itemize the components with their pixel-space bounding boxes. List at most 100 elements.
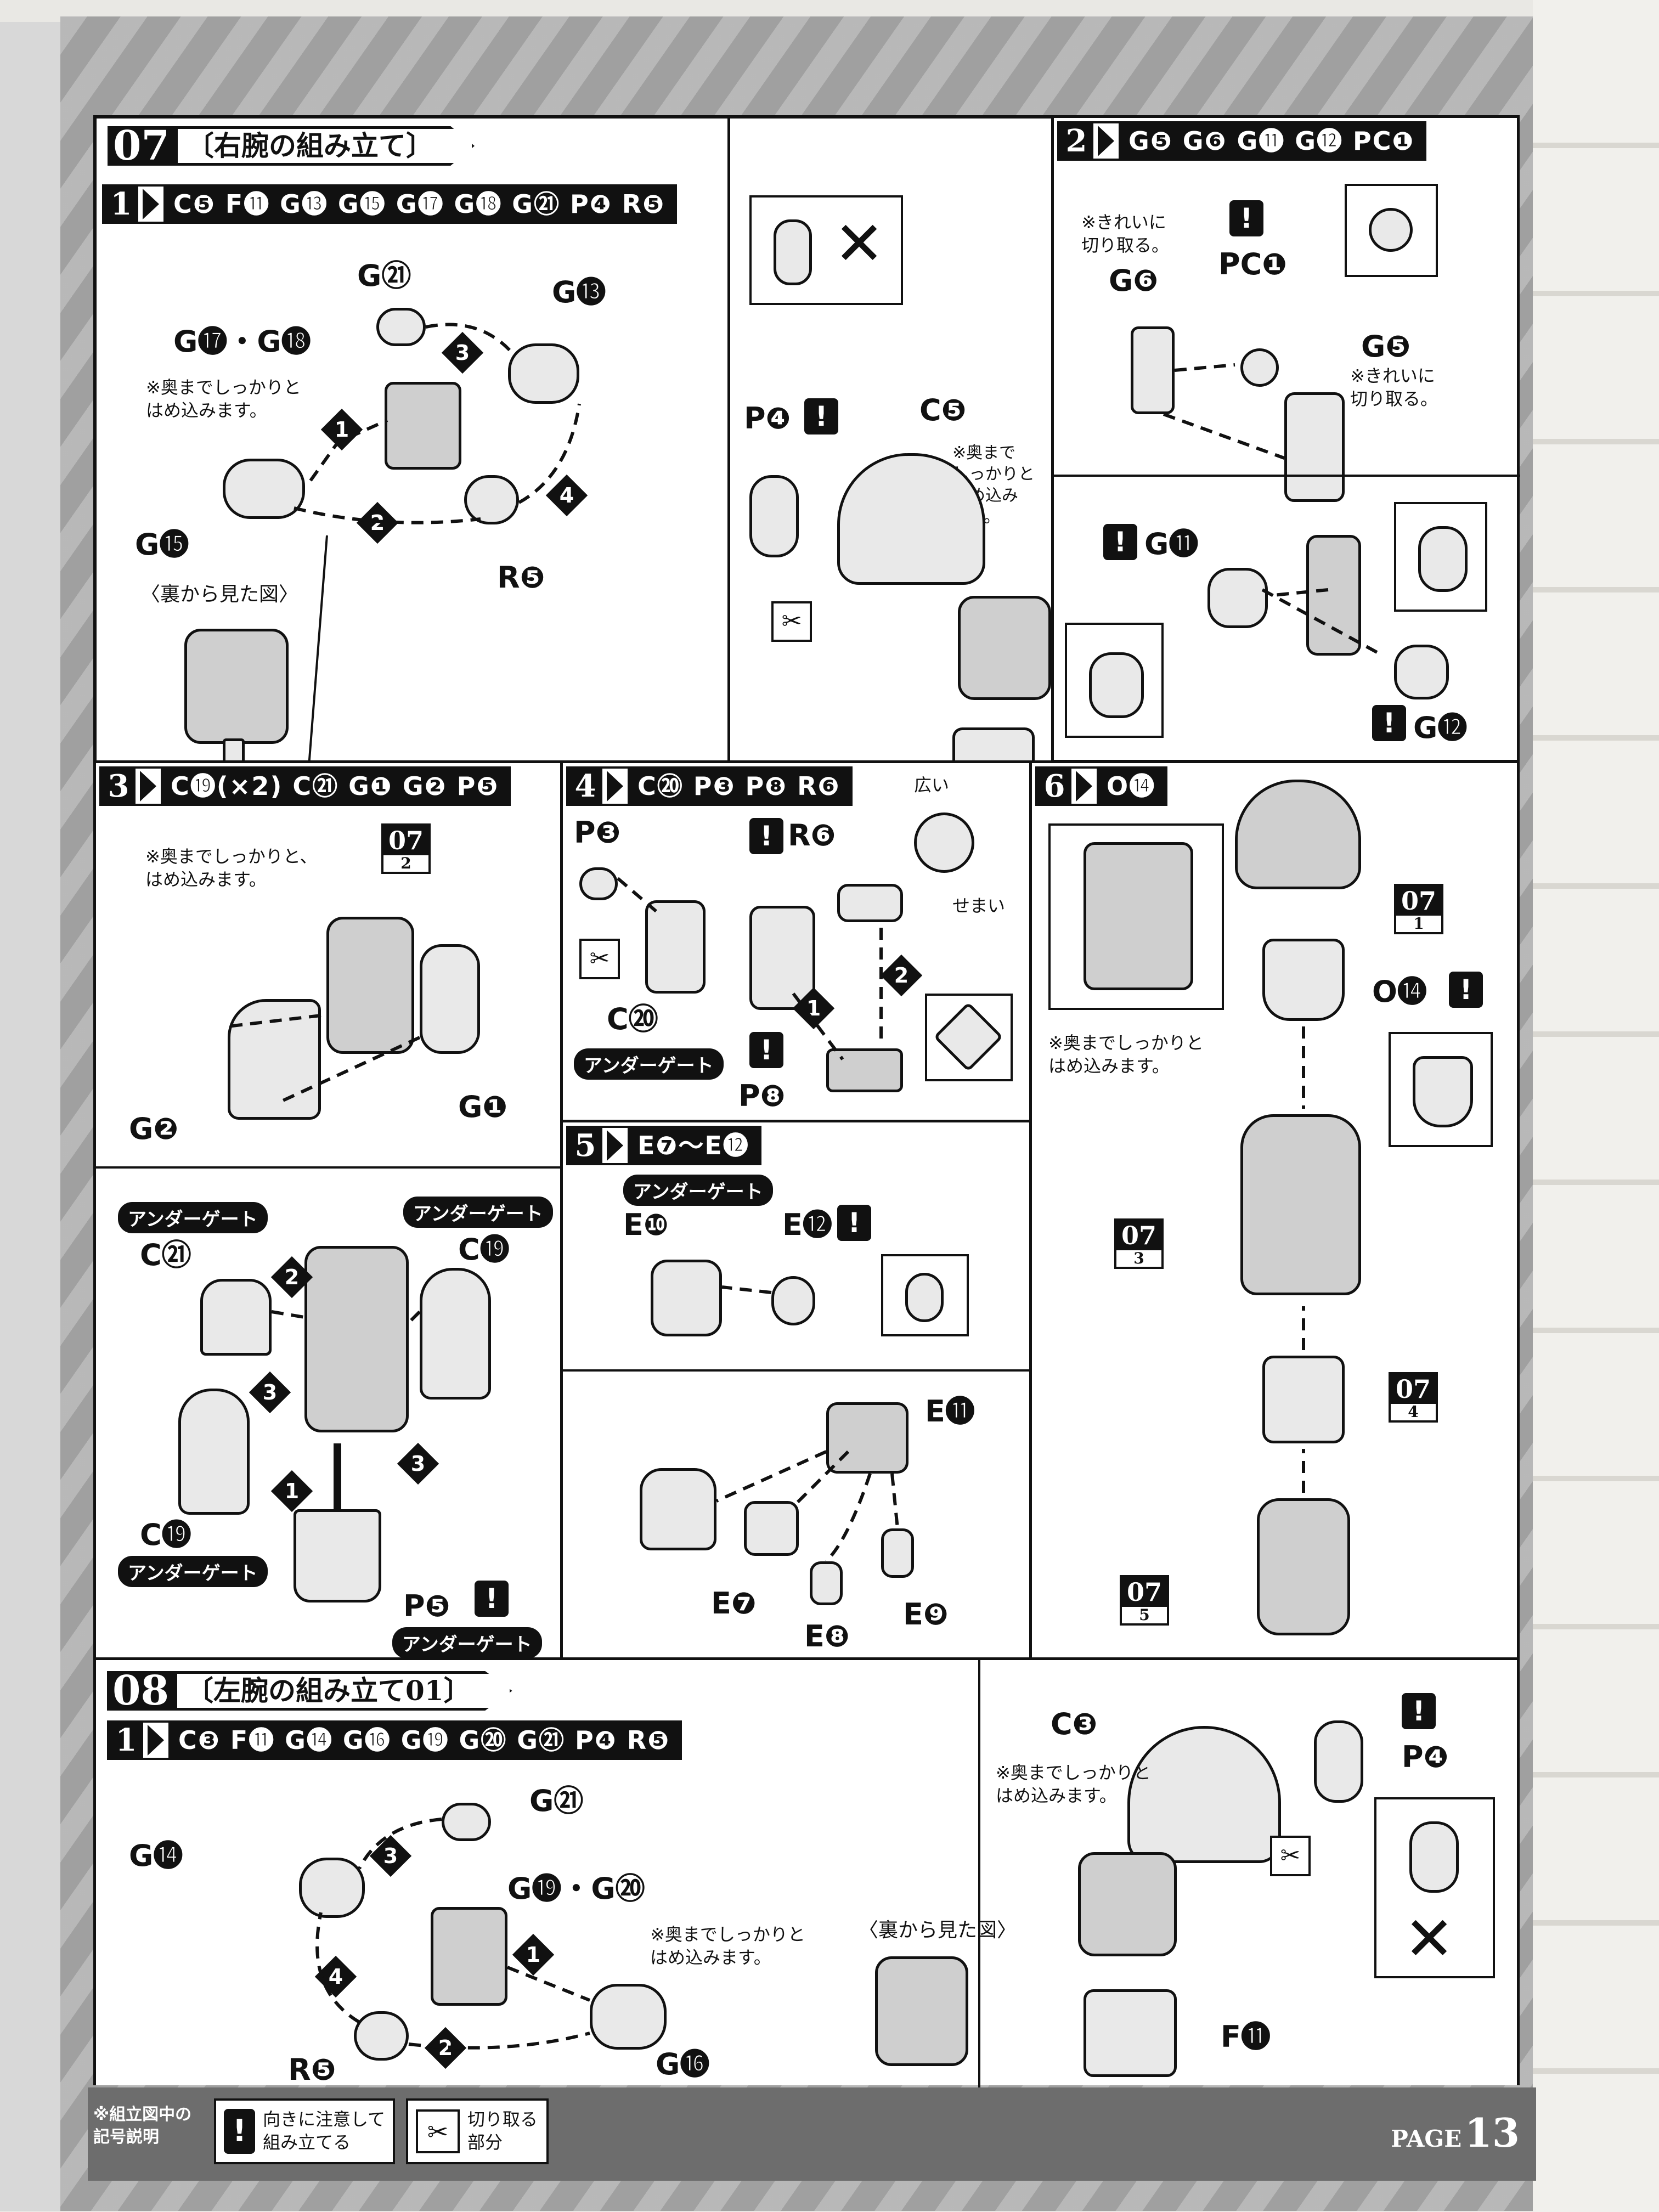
undergate-tag: アンダーゲート — [574, 1048, 724, 1080]
label-o14: O⓮ — [1372, 974, 1427, 1009]
part-g16 — [590, 1984, 667, 2050]
part-o14 — [1262, 939, 1345, 1021]
parts-list: C❺ F⓫ G⓭ G⓯ G⓱ G⓲ G㉑ P❹ R❺ — [163, 187, 675, 222]
legend-warning: ! 向きに注意して 組み立てる — [214, 2098, 395, 2164]
o14-detail-inset — [1389, 1032, 1493, 1147]
page-number-value: 13 — [1464, 2109, 1520, 2156]
undergate-tag: アンダーゲート — [623, 1175, 773, 1206]
flow-number-1: 1 — [792, 987, 835, 1030]
part-c5 — [837, 453, 985, 585]
step07-4-header: 4 C⑳ P❸ P❽ R❻ — [566, 766, 853, 806]
part-p4-wrong — [774, 219, 812, 285]
step07-title: 〔右腕の組み立て〕 — [174, 126, 475, 166]
part-c20 — [645, 900, 706, 994]
page-number: PAGE 13 — [1391, 2109, 1520, 2156]
arrow-icon — [607, 1130, 623, 1161]
part-hand — [640, 1468, 716, 1550]
label-r5: R❺ — [288, 2052, 336, 2087]
part-g21 — [376, 308, 426, 346]
part-p4 — [1314, 1720, 1363, 1803]
label-c3: C❸ — [1051, 1707, 1098, 1741]
part-assembly-07-5 — [1257, 1498, 1350, 1635]
substep-number: 3 — [101, 769, 136, 804]
note-push-in: ※奥までしっかりと はめ込みます。 — [650, 1924, 805, 1968]
label-e7: E❼ — [711, 1586, 757, 1621]
label-p3: P❸ — [574, 815, 621, 850]
back-view-label: 〈裏から見た図〉 — [859, 1919, 1017, 1942]
step08-header: 08 〔左腕の組み立て01〕 — [107, 1671, 512, 1711]
substep-number: 4 — [568, 769, 602, 804]
part-pc1 — [1240, 348, 1279, 387]
label-g21: G㉑ — [529, 1784, 584, 1818]
part-g12-detail — [1418, 526, 1468, 592]
legend-title: ※組立図中の 記号説明 — [93, 2105, 192, 2147]
g12-detail-inset — [1394, 502, 1487, 612]
label-g11: G⓫ — [1144, 527, 1199, 561]
footer-legend-bar: ※組立図中の 記号説明 ! 向きに注意して 組み立てる ✂ 切り取る 部分 PA… — [88, 2087, 1536, 2181]
arrow-icon — [607, 771, 623, 802]
part-assembly-07-1 — [958, 596, 1051, 700]
label-c20: C⑳ — [607, 1002, 658, 1036]
label-g16: G⓰ — [656, 2047, 710, 2081]
parts-list: C⓳(×2) C㉑ G❶ G❷ P❺ — [161, 769, 509, 804]
flow-number-2: 2 — [424, 2027, 467, 2069]
label-e8: E❽ — [804, 1619, 850, 1654]
part-pc1-detail — [1369, 208, 1413, 252]
step08-panel: 08 〔左腕の組み立て01〕 1 C❸ F⓫ G⓮ G⓰ G⓳ G⑳ G㉑ P❹… — [93, 1657, 1520, 2088]
substep-number: 6 — [1037, 769, 1071, 804]
label-g13: G⓭ — [552, 275, 606, 309]
label-g1: G❶ — [458, 1090, 508, 1124]
part-p4 — [749, 475, 799, 557]
label-c5: C❺ — [919, 393, 967, 427]
label-g5: G❺ — [1361, 329, 1411, 364]
part-r6-detail — [914, 812, 974, 873]
parts-list: C❸ F⓫ G⓮ G⓰ G⓳ G⑳ G㉑ P❹ R❺ — [168, 1723, 680, 1758]
part-assembly-07-3 — [304, 1246, 409, 1432]
label-e9: E❾ — [903, 1597, 949, 1632]
label-narrow: せまい — [952, 895, 1006, 916]
divider — [96, 1166, 562, 1169]
parts-list: C⑳ P❸ P❽ R❻ — [628, 769, 850, 804]
part-assembly-07-4 — [1262, 1356, 1345, 1443]
label-r5: R❺ — [497, 560, 545, 595]
flow-number-2: 2 — [270, 1256, 313, 1299]
legend-warning-text: 向きに注意して 組み立てる — [262, 2109, 385, 2153]
step07-5-header: 5 E❼〜E⓬ — [566, 1126, 761, 1165]
part-p3 — [579, 867, 618, 900]
part-assembly-07-2 — [1306, 535, 1361, 656]
warning-icon: ! — [1229, 200, 1263, 236]
parts-list: G❺ G❻ G⓫ G⓬ PC❶ — [1119, 123, 1425, 159]
label-e11: E⓫ — [925, 1394, 975, 1429]
flow-number-4: 4 — [545, 474, 588, 517]
label-e12: E⓬ — [782, 1207, 832, 1242]
substep-number: 1 — [109, 1723, 143, 1758]
label-p4: P❹ — [1402, 1740, 1449, 1774]
label-g12: G⓬ — [1413, 710, 1468, 745]
part-g17-g18 — [385, 382, 461, 470]
step08-title: 〔左腕の組み立て01〕 — [174, 1671, 512, 1711]
substep-number: 1 — [104, 187, 138, 222]
label-wide: 広い — [914, 775, 950, 795]
part-g11-detail — [1089, 652, 1144, 718]
part-c3 — [1127, 1726, 1281, 1863]
warning-icon: ! — [475, 1581, 509, 1617]
o14-fitted-inset — [1048, 823, 1224, 1010]
wrong-orientation-inset: ✕ — [1374, 1797, 1495, 1978]
step07-3-panel: 3 C⓳(×2) C㉑ G❶ G❷ P❺ ※奥までしっかりと、 はめ込みます。 … — [93, 760, 563, 1660]
part-r5 — [464, 475, 519, 524]
flow-number-2: 2 — [880, 954, 923, 997]
part-f11 — [1084, 1989, 1177, 2077]
warning-icon: ! — [1449, 972, 1483, 1008]
arrow-icon — [148, 1725, 164, 1756]
label-g19-g20: G⓳・G⑳ — [507, 1871, 645, 1906]
note-push-in: ※奥までしっかりと はめ込みます。 — [1048, 1032, 1204, 1076]
part-g14 — [299, 1858, 365, 1918]
warning-icon: ! — [1402, 1693, 1436, 1729]
label-g21: G㉑ — [357, 258, 411, 293]
label-g17-g18: G⓱・G⓲ — [173, 324, 311, 359]
part-e8 — [810, 1561, 843, 1605]
